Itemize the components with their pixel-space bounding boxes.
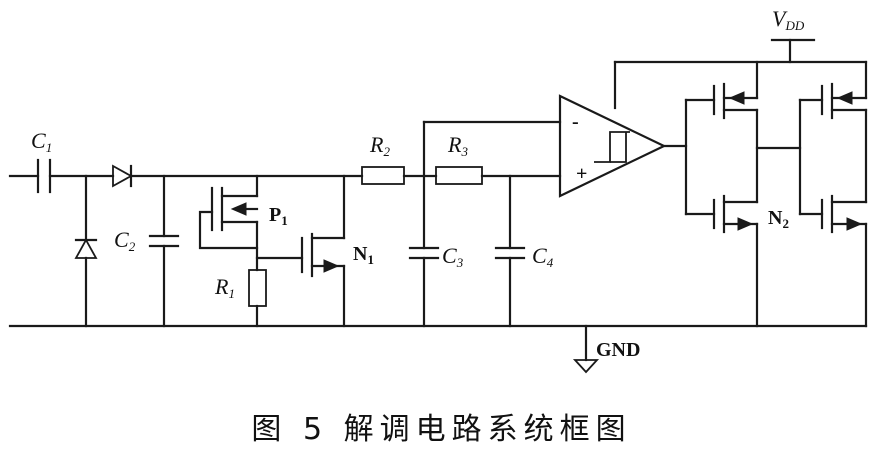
- c3-label: C3: [442, 243, 464, 270]
- r1-label: R1: [214, 274, 235, 301]
- capacitor-c2: [148, 174, 180, 328]
- inverter-stage-1: [684, 82, 802, 328]
- vdd-label: VDD: [772, 6, 805, 33]
- comparator-opamp: [558, 94, 688, 198]
- c2-label: C2: [114, 227, 136, 254]
- resistor-r3: [435, 166, 562, 185]
- capacitor-c4: [494, 174, 526, 328]
- shunt-diode: [74, 174, 98, 328]
- p1-label: P1: [269, 204, 288, 228]
- capacitor-c1: [8, 158, 115, 194]
- capacitor-c3: [408, 120, 562, 328]
- n1-label: N1: [353, 243, 374, 267]
- transistor-n1: [255, 174, 346, 328]
- figure-caption: 图 5 解调电路系统框图: [251, 412, 632, 447]
- series-diode: [112, 164, 364, 188]
- inverter-stage-2: [798, 82, 868, 328]
- c1-label: C1: [31, 128, 52, 155]
- resistor-r1: [248, 269, 267, 328]
- gnd-label: GND: [596, 339, 640, 361]
- transistor-p1: [198, 174, 259, 272]
- r3-label: R3: [447, 132, 468, 159]
- resistor-r2: [361, 166, 438, 185]
- opamp-minus-label: -: [572, 111, 579, 133]
- n2-label: N2: [768, 207, 789, 231]
- c4-label: C4: [532, 243, 554, 270]
- vdd-rail: [613, 38, 868, 110]
- ground-symbol: [572, 324, 600, 374]
- r2-label: R2: [369, 132, 390, 159]
- hysteresis-icon: [594, 131, 630, 163]
- opamp-plus-label: +: [576, 163, 587, 185]
